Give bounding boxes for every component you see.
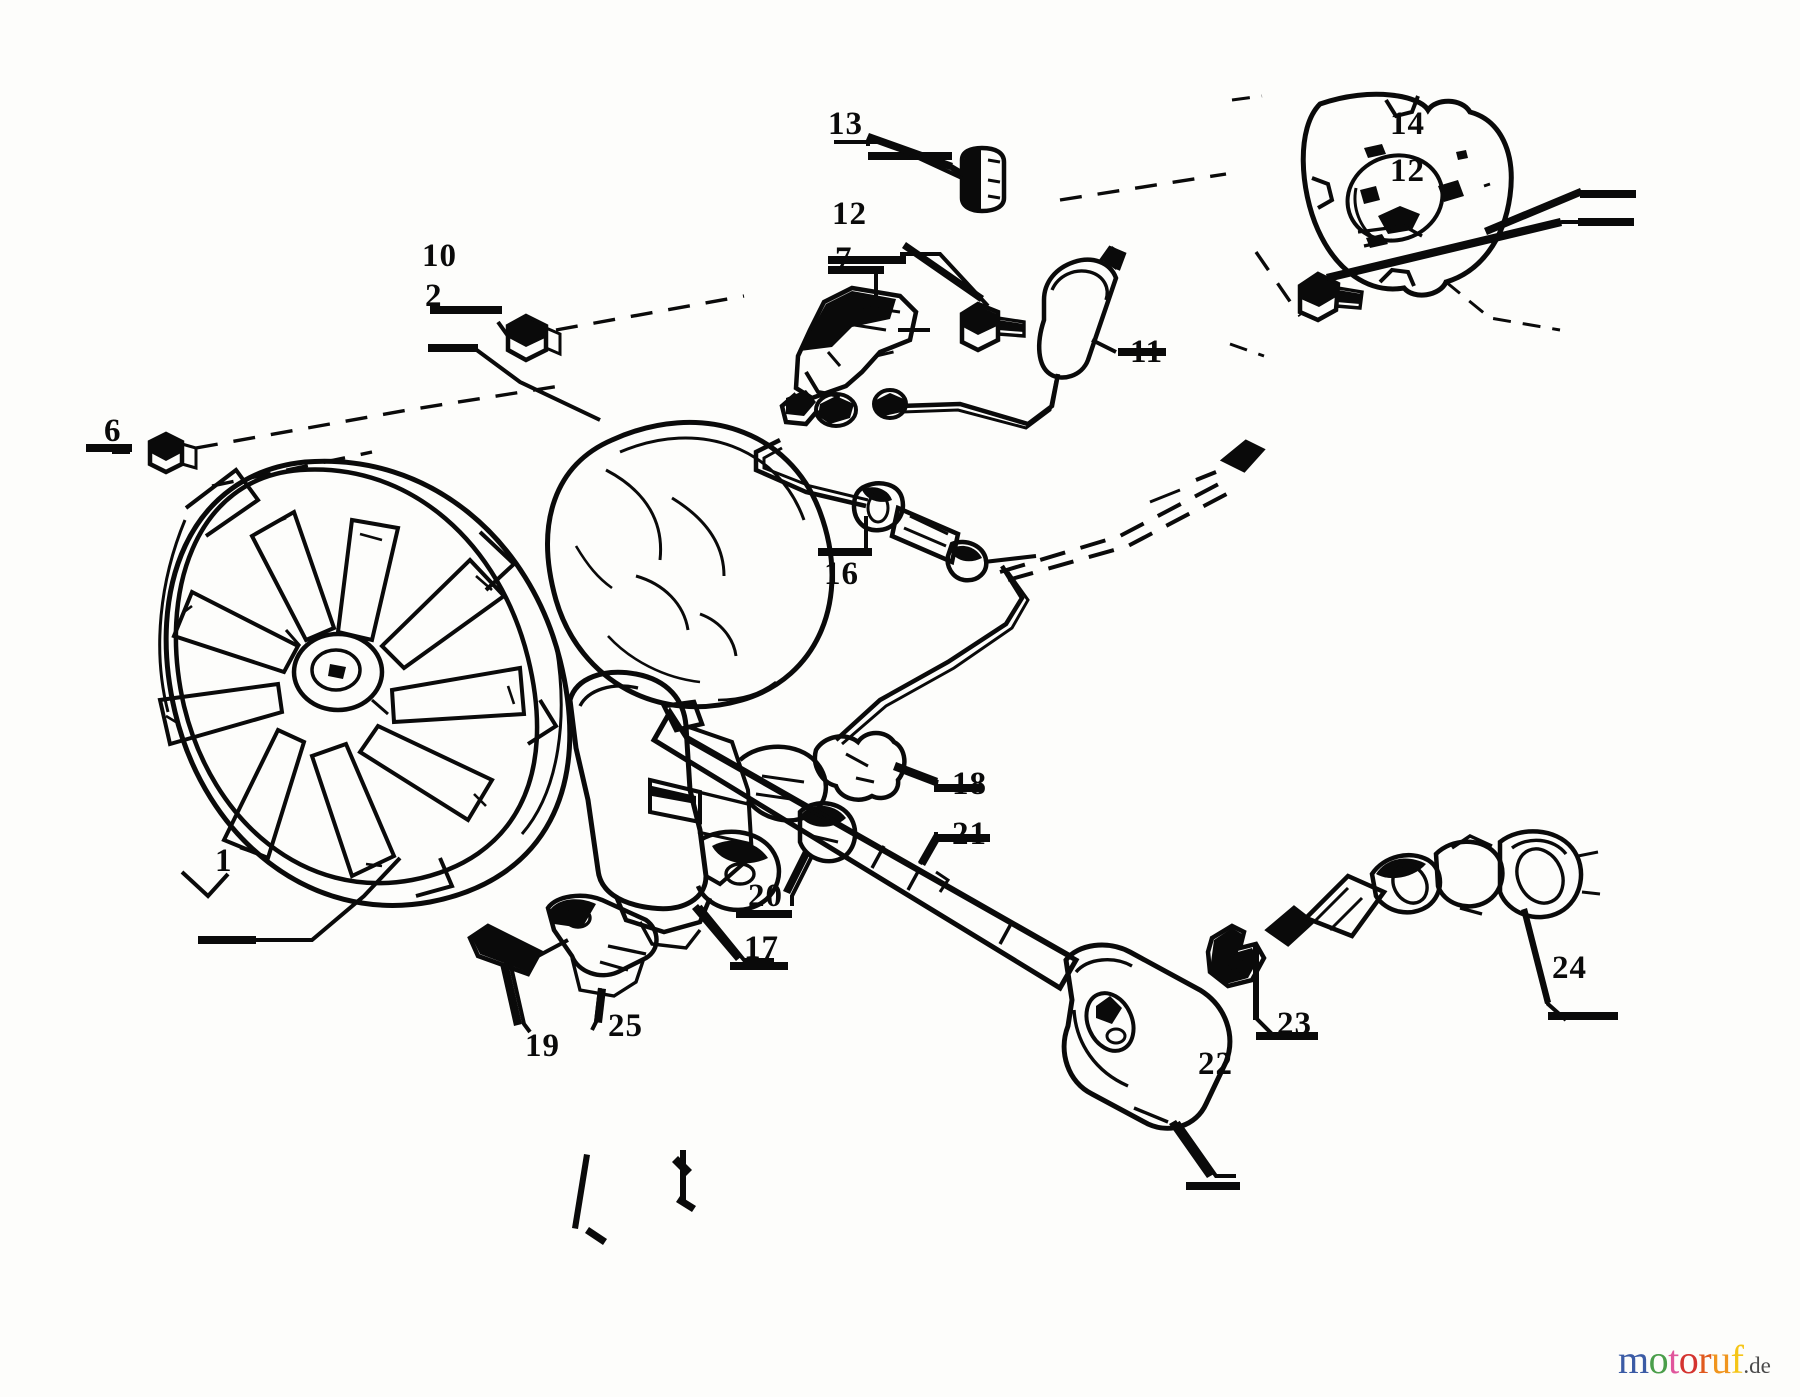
motoruf-watermark: motoruf.de [1618,1336,1771,1383]
gearbox-housing-part-22 [1061,942,1240,1190]
callout-label-10: 10 [422,238,457,274]
lower-leader-stems [572,1150,696,1245]
callout-label-2: 2 [425,278,443,314]
watermark-letter-t: t [1668,1337,1679,1382]
callout-label-11: 11 [1130,334,1164,370]
nut-part-10 [428,306,601,422]
screw-part-12-center [828,242,1026,353]
callout-label-24: 24 [1552,950,1587,986]
callout-label-18: 18 [952,766,987,802]
callout-label-21: 21 [952,816,987,852]
callout-label-20: 20 [748,878,783,914]
watermark-letter-r: r [1698,1337,1712,1382]
callout-label-22: 22 [1198,1046,1233,1082]
breaker-plate-part-14 [1300,91,1636,298]
flywheel-part-1 [157,458,573,944]
callout-label-17: 17 [744,930,779,966]
callout-label-16: 16 [824,556,859,592]
ignition-coil-part-7 [779,266,930,428]
carburetor-body-part-17 [567,669,829,970]
callout-label-12-right: 12 [1390,153,1425,189]
projection-dashes [195,172,1302,488]
fitting-part-18 [812,730,982,802]
watermark-letter-u: u [1711,1337,1731,1382]
stud-bolt-part-19 [467,923,569,1034]
screw-part-12-right [1297,218,1634,323]
callout-label-12-center: 12 [832,196,867,232]
callout-label-6: 6 [104,413,122,449]
callout-label-1: 1 [215,843,233,879]
callout-label-14: 14 [1390,106,1425,142]
callout-label-23: 23 [1277,1006,1312,1042]
watermark-letter-f: f [1730,1337,1744,1382]
starter-cup-part-2 [545,419,835,710]
callout-label-13: 13 [828,106,863,142]
condenser-part-11 [899,245,1166,430]
watermark-letter-o1: o [1648,1337,1669,1382]
spark-plug-lead-part-16 [753,437,1266,583]
watermark-letter-o2: o [1678,1337,1699,1382]
watermark-letter-m: m [1618,1337,1649,1382]
watermark-suffix: .de [1743,1353,1771,1378]
control-cable [834,564,1030,746]
callout-label-25: 25 [608,1008,643,1044]
terminal-block-part-13 [834,133,1007,214]
bevel-pinion-part-23 [1205,923,1318,1040]
hidden-edge-dashes [875,94,1561,358]
nut-part-6 [86,431,198,475]
callout-label-19: 19 [525,1028,560,1064]
callout-label-7: 7 [835,241,853,277]
output-shaft-part-24 [1264,829,1618,1022]
